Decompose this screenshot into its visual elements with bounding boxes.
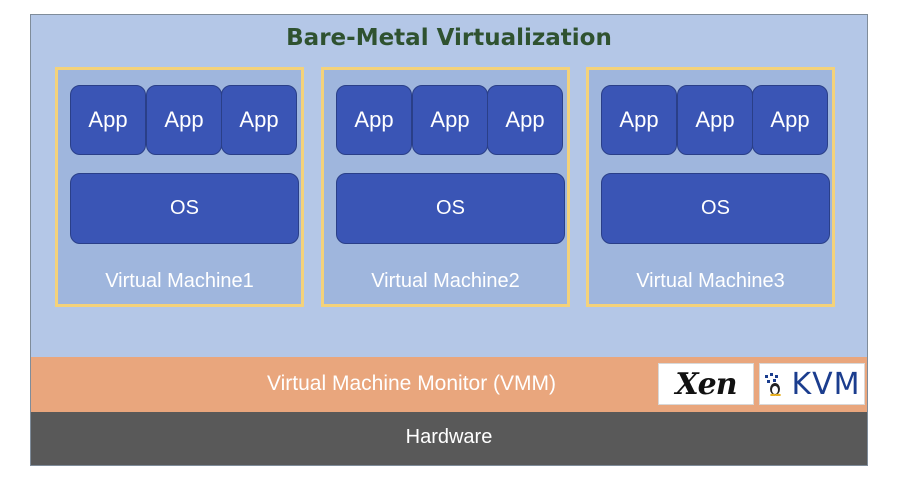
vm1-os: OS [70, 173, 299, 244]
diagram-title: Bare-Metal Virtualization [286, 25, 612, 51]
xen-logo: Xen [658, 363, 754, 405]
virtual-machine-3: App App App OS Virtual Machine3 [586, 67, 835, 307]
virtualization-area: Bare-Metal Virtualization App App App OS… [31, 15, 867, 357]
hardware-layer: Hardware [31, 412, 867, 465]
virtual-machine-1: App App App OS Virtual Machine1 [55, 67, 304, 307]
hardware-label: Hardware [405, 426, 493, 448]
diagram-frame: Bare-Metal Virtualization App App App OS… [30, 14, 868, 466]
vm2-app-2: App [412, 85, 488, 155]
vm1-app-3: App [221, 85, 297, 155]
vm1-app-2: App [146, 85, 222, 155]
vm2-label: Virtual Machine2 [371, 270, 520, 292]
vm3-os: OS [601, 173, 830, 244]
vmm-layer: Virtual Machine Monitor (VMM) Xen KVM [31, 357, 867, 412]
vm1-label: Virtual Machine1 [105, 270, 254, 292]
kvm-logo: KVM [759, 363, 865, 405]
kvm-penguin-icon [765, 373, 782, 396]
kvm-logo-text: KVM [791, 366, 861, 402]
xen-logo-text: Xen [675, 366, 737, 402]
vm2-app-1: App [336, 85, 412, 155]
vm3-label: Virtual Machine3 [636, 270, 785, 292]
vmm-label: Virtual Machine Monitor (VMM) [267, 372, 557, 395]
vm1-app-1: App [70, 85, 146, 155]
vm3-app-3: App [752, 85, 828, 155]
vm3-app-2: App [677, 85, 753, 155]
vm2-app-3: App [487, 85, 563, 155]
vm2-os: OS [336, 173, 565, 244]
vm3-app-1: App [601, 85, 677, 155]
virtual-machine-2: App App App OS Virtual Machine2 [321, 67, 570, 307]
